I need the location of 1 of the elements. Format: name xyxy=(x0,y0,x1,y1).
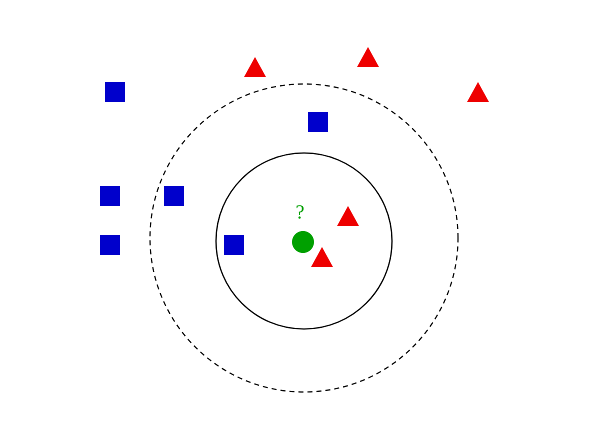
question-mark: ? xyxy=(296,205,304,219)
